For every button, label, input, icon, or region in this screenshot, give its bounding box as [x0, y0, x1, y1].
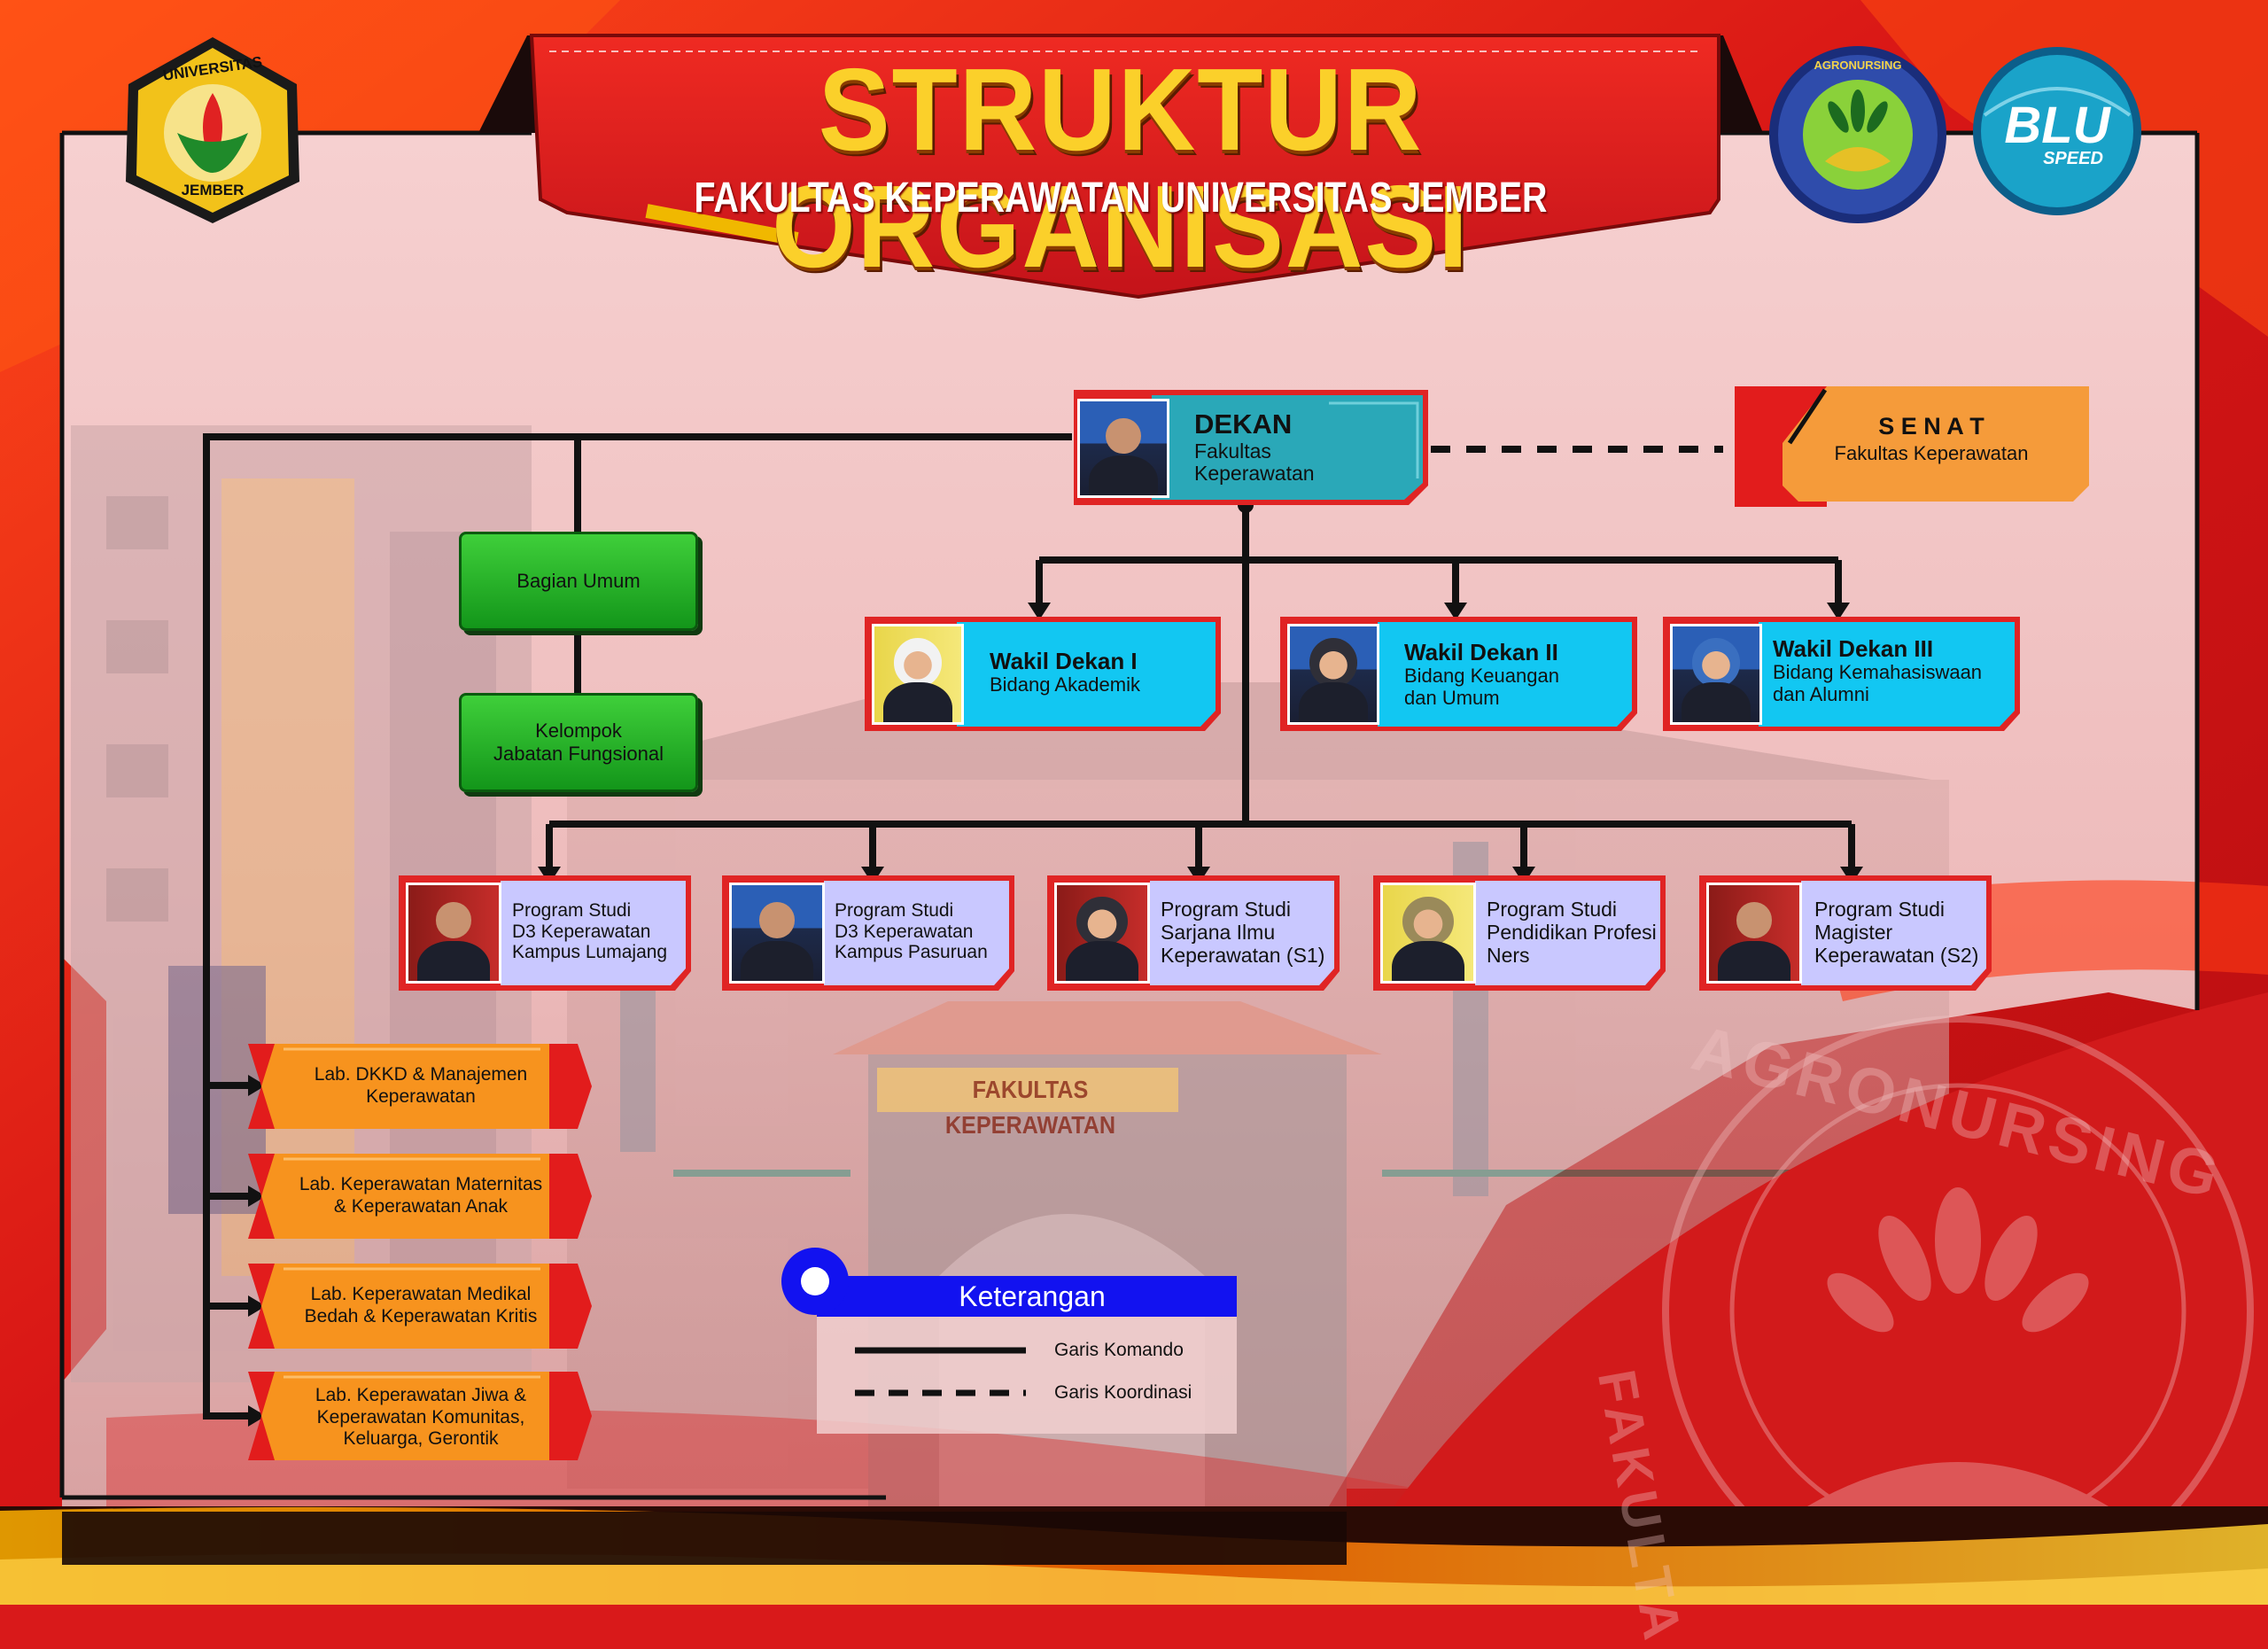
lab-jiwa-komunitas-keluarga-gerontik: Lab. Keperawatan Jiwa & Keperawatan Komu… — [261, 1373, 580, 1462]
wakil-dekan-1-label: Wakil Dekan I Bidang Akademik — [990, 648, 1140, 696]
dekan-title: DEKAN — [1194, 408, 1293, 439]
dekan-photo — [1077, 399, 1169, 498]
dekan-label: DEKAN Fakultas Keperawatan — [1194, 408, 1315, 486]
prodi-5-photo — [1706, 883, 1802, 984]
lab-4-line1: Lab. Keperawatan Jiwa & — [315, 1384, 527, 1405]
lab-1-line2: Keperawatan — [366, 1086, 476, 1107]
page-subtitle: FAKULTAS KEPERAWATAN UNIVERSITAS JEMBER — [694, 175, 1548, 222]
prodi-1-label: Program Studi D3 Keperawatan Kampus Luma… — [512, 900, 667, 963]
agronursing-logo-shape — [1769, 46, 1946, 223]
prodi-2-photo — [729, 883, 825, 984]
senat-box-shape — [1735, 386, 2089, 507]
prodi-1-photo — [406, 883, 501, 984]
prodi-4-photo — [1380, 883, 1476, 984]
prodi-2-line2: D3 Keperawatan — [835, 921, 974, 942]
lab-3-line2: Bedah & Keperawatan Kritis — [304, 1306, 538, 1326]
wakil-dekan-2-line2: dan Umum — [1404, 686, 1500, 709]
prodi-3-photo — [1054, 883, 1150, 984]
wakil-dekan-1-photo — [872, 624, 964, 725]
wakil-dekan-3-label: Wakil Dekan III Bidang Kemahasiswaan dan… — [1773, 635, 1983, 705]
wakil-dekan-2-title: Wakil Dekan II — [1404, 639, 1558, 665]
university-logo-shape — [126, 37, 299, 223]
lab-box-shapes — [248, 1044, 592, 1460]
wakil-dekan-2-line1: Bidang Keuangan — [1404, 665, 1559, 688]
prodi-1-line3: Kampus Lumajang — [512, 942, 668, 963]
background-artwork — [0, 0, 2268, 1605]
prodi-3-line1: Program Studi — [1161, 898, 1292, 921]
unit-bagian-umum-line1: Bagian Umum — [517, 569, 641, 592]
lab-dkkd-manajemen: Lab. DKKD & Manajemen Keperawatan — [261, 1044, 580, 1129]
legend-title: Keterangan — [959, 1280, 1106, 1312]
wakil-dekan-3-line2: dan Alumni — [1773, 682, 1869, 705]
lab-4-line2: Keperawatan Komunitas, — [316, 1406, 525, 1427]
senat-label: S E N A T Fakultas Keperawatan — [1807, 413, 2055, 465]
prodi-4-label: Program Studi Pendidikan Profesi Ners — [1487, 898, 1657, 967]
unit-kelompok-jabatan-fungsional: Kelompok Jabatan Fungsional — [459, 693, 698, 792]
prodi-5-line3: Keperawatan (S2) — [1814, 943, 1979, 967]
legend-shape — [781, 1248, 1237, 1434]
prodi-5-line1: Program Studi — [1814, 898, 1946, 921]
wakil-dekan-1-title: Wakil Dekan I — [990, 648, 1138, 674]
wakil-dekan-3-line1: Bidang Kemahasiswaan — [1773, 661, 1983, 684]
blu-logo-main-text: BLU — [2004, 97, 2110, 154]
dekan-line1: Fakultas — [1194, 439, 1271, 463]
blu-logo-shape — [1973, 47, 2141, 215]
prodi-2-line1: Program Studi — [835, 900, 954, 921]
prodi-3-label: Program Studi Sarjana Ilmu Keperawatan (… — [1161, 898, 1324, 967]
prodi-5-line2: Magister — [1814, 920, 1893, 944]
university-logo-bottom-text: JEMBER — [181, 182, 245, 198]
wakil-dekan-1-line1: Bidang Akademik — [990, 673, 1140, 696]
wakil-dekan-2-label: Wakil Dekan II Bidang Keuangan dan Umum — [1404, 639, 1559, 709]
prodi-2-label: Program Studi D3 Keperawatan Kampus Pasu… — [835, 900, 988, 963]
lab-maternitas-anak: Lab. Keperawatan Maternitas & Keperawata… — [261, 1154, 580, 1239]
legend-dashed-label: Garis Koordinasi — [1054, 1382, 1192, 1403]
prodi-3-line3: Keperawatan (S1) — [1161, 943, 1325, 967]
wakil-dekan-2-photo — [1287, 624, 1379, 725]
lab-4-line3: Keluarga, Gerontik — [343, 1428, 499, 1450]
lab-2-line1: Lab. Keperawatan Maternitas — [299, 1174, 543, 1195]
wakil-dekan-3-title: Wakil Dekan III — [1773, 635, 1934, 662]
senat-title: S E N A T — [1878, 413, 1984, 439]
unit-kelompok-line1: Kelompok — [535, 719, 622, 742]
prodi-3-line2: Sarjana Ilmu — [1161, 920, 1276, 944]
lab-3-line1: Lab. Keperawatan Medikal — [310, 1284, 532, 1305]
building-sign: FAKULTAS KEPERAWATAN — [944, 1076, 1116, 1139]
senat-line1: Fakultas Keperawatan — [1834, 442, 2029, 465]
unit-kelompok-line2: Jabatan Fungsional — [493, 743, 664, 765]
prodi-1-line2: D3 Keperawatan — [512, 921, 651, 942]
dekan-line2: Keperawatan — [1194, 462, 1315, 486]
prodi-1-line1: Program Studi — [512, 900, 632, 921]
prodi-2-line3: Kampus Pasuruan — [835, 942, 988, 963]
command-lines — [203, 433, 1855, 1420]
lab-medikal-bedah-kritis: Lab. Keperawatan Medikal Bedah & Keperaw… — [261, 1264, 580, 1349]
unit-bagian-umum: Bagian Umum — [459, 532, 698, 631]
page-title: STRUKTUR ORGANISASI — [772, 44, 1470, 292]
prodi-5-label: Program Studi Magister Keperawatan (S2) — [1814, 898, 1978, 967]
prodi-4-line2: Pendidikan Profesi — [1487, 920, 1657, 944]
lab-2-line2: & Keperawatan Anak — [333, 1196, 509, 1217]
wakil-dekan-3-photo — [1670, 624, 1762, 725]
lab-1-line1: Lab. DKKD & Manajemen — [314, 1064, 528, 1085]
prodi-4-line1: Program Studi — [1487, 898, 1618, 921]
agronursing-logo-text: AGRONURSING — [1814, 58, 1902, 72]
legend-solid-label: Garis Komando — [1054, 1340, 1184, 1360]
blu-logo-sub-text: SPEED — [2043, 149, 2103, 168]
prodi-4-line3: Ners — [1487, 943, 1530, 967]
